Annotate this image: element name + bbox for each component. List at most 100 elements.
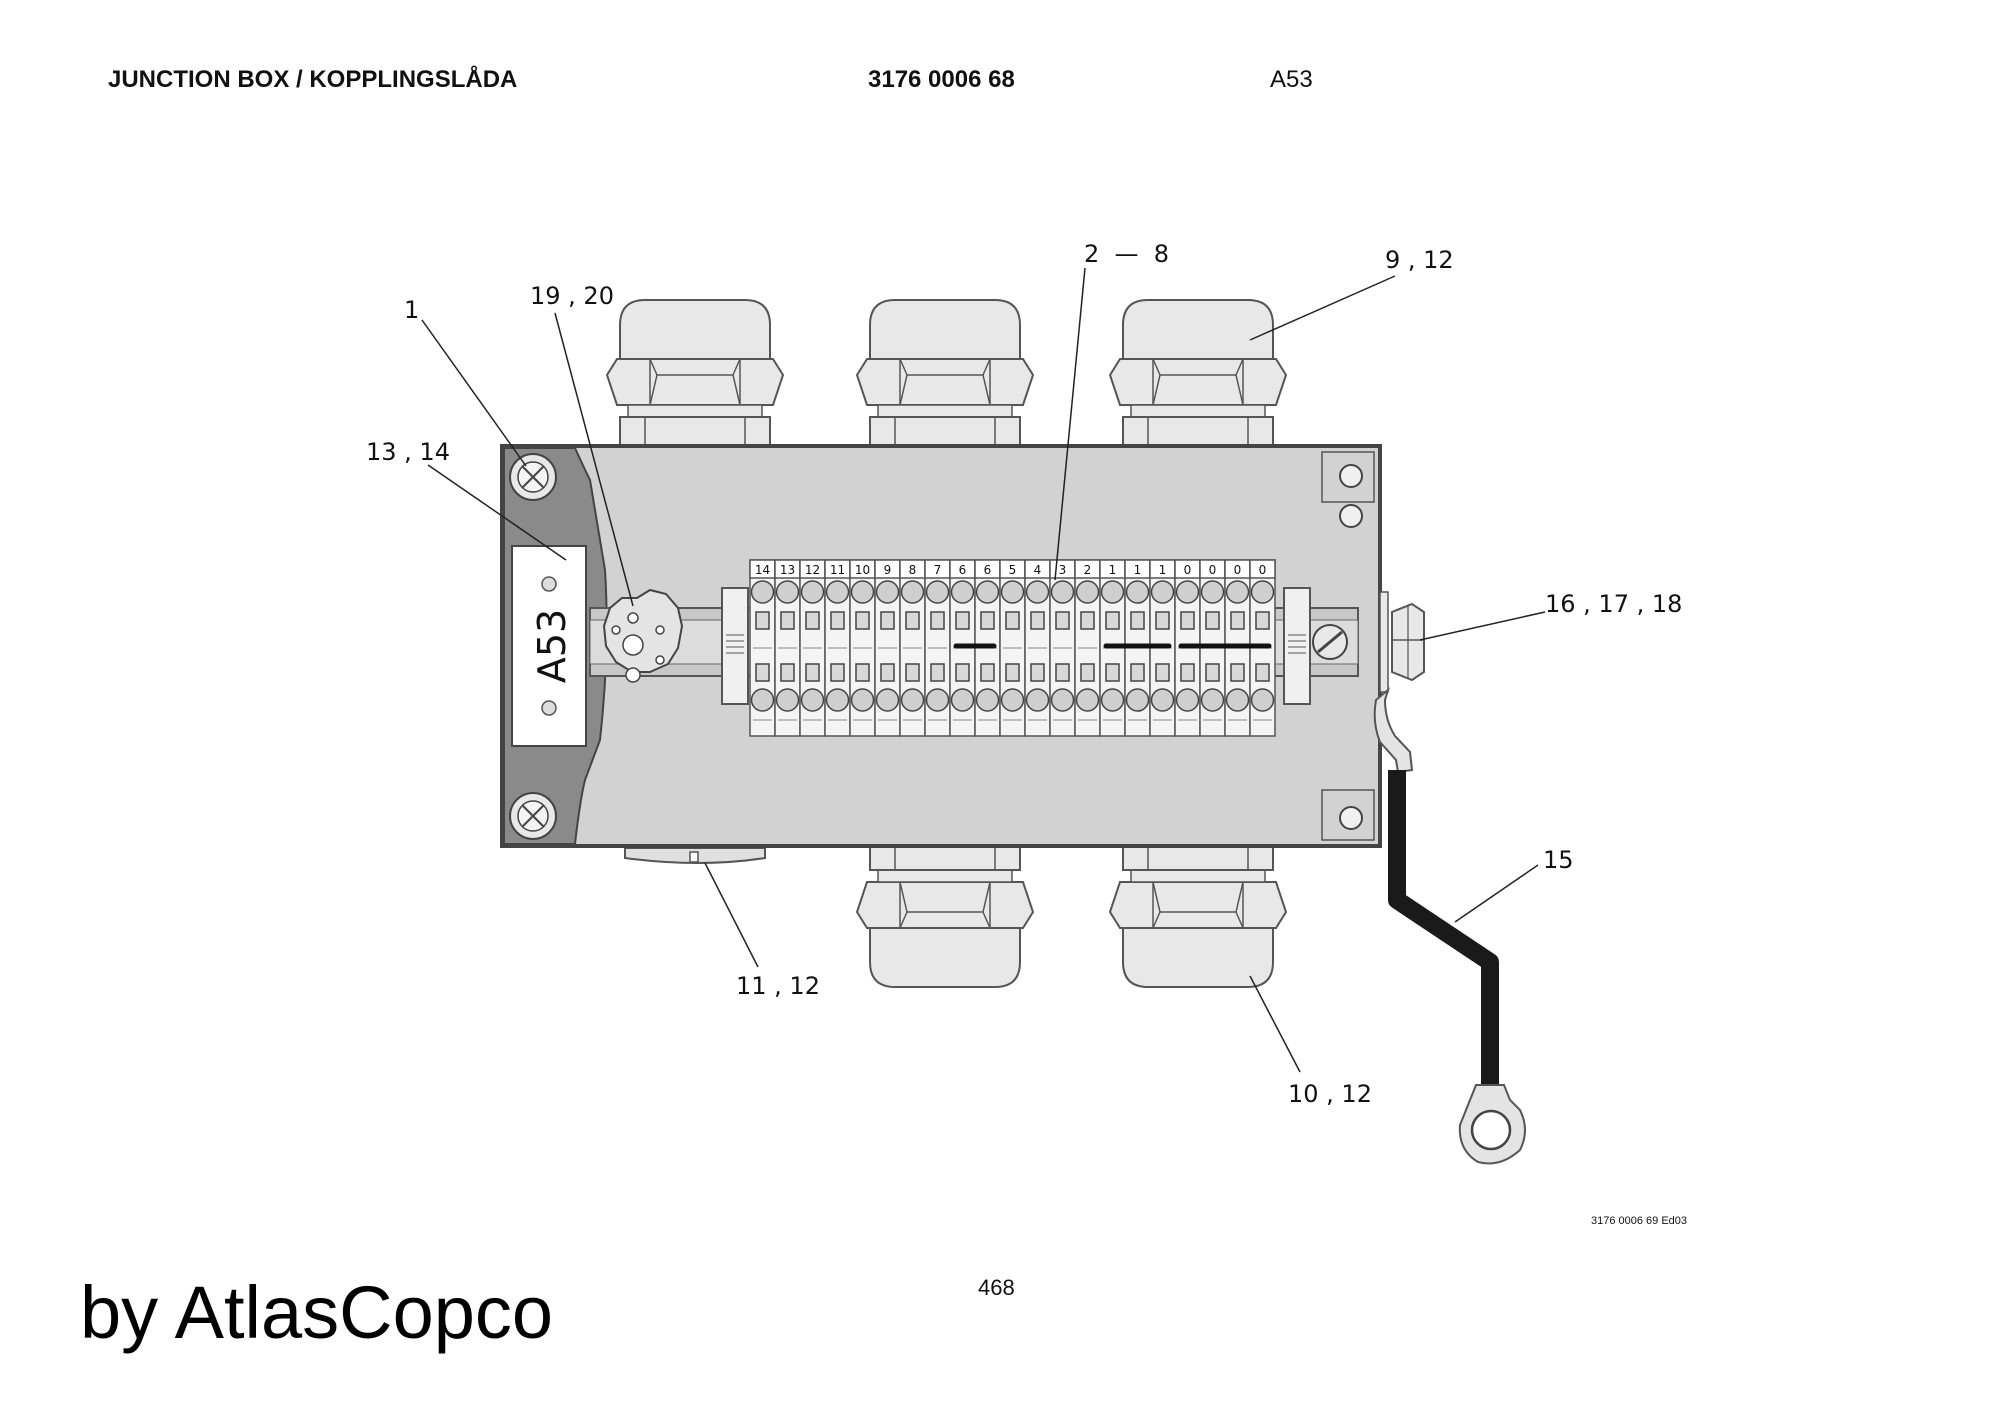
callout-13-14: 13 , 14 [366, 438, 450, 466]
reference-code: A53 [1270, 66, 1313, 93]
terminal-number: 8 [909, 563, 917, 577]
terminal-number: 9 [884, 563, 892, 577]
brand-watermark: by AtlasCopco [80, 1271, 554, 1354]
earth-terminal [602, 588, 684, 683]
terminal-screw-bottom [750, 688, 775, 712]
earth-bolt [1379, 591, 1425, 693]
terminal-number: 0 [1259, 563, 1267, 577]
terminal-screw-bottom [1025, 688, 1050, 712]
earth-cable [1373, 687, 1526, 1165]
terminal-screw-bottom [1225, 688, 1250, 712]
terminal-block: 2 [1074, 559, 1101, 737]
terminal-screw-top [875, 580, 900, 604]
rail-clamp-screw [1312, 624, 1348, 660]
terminal-block: 11 [824, 559, 851, 737]
callout-15: 15 [1543, 846, 1574, 874]
terminal-screw-top [1075, 580, 1100, 604]
terminal-number: 6 [984, 563, 992, 577]
terminal-number: 1 [1159, 563, 1167, 577]
terminal-number: 2 [1084, 563, 1092, 577]
terminal-number: 11 [830, 563, 845, 577]
terminal-screw-top [1125, 580, 1150, 604]
terminal-screw-bottom [1250, 688, 1275, 712]
terminal-screw-bottom [800, 688, 825, 712]
mounting-hole-bottom [1339, 806, 1363, 830]
top-gland-3 [1109, 299, 1287, 446]
callout-19-20: 19 , 20 [530, 282, 614, 310]
terminal-screw-bottom [1125, 688, 1150, 712]
terminal-number: 7 [934, 563, 942, 577]
top-gland-2 [856, 299, 1034, 446]
terminal-number: 10 [855, 563, 870, 577]
terminal-screw-top [825, 580, 850, 604]
terminal-screw-bottom [1100, 688, 1125, 712]
terminal-number: 1 [1134, 563, 1142, 577]
callout-16-17-18: 16 , 17 , 18 [1545, 590, 1682, 618]
terminal-screw-bottom [875, 688, 900, 712]
callout-9-12: 9 , 12 [1385, 246, 1454, 274]
terminal-screw-top [925, 580, 950, 604]
terminal-screw-bottom [850, 688, 875, 712]
terminal-screw-bottom [900, 688, 925, 712]
callout-1: 1 [404, 296, 419, 324]
terminal-screw-bottom [1000, 688, 1025, 712]
mounting-hole-top [1339, 464, 1363, 488]
terminal-block: 9 [874, 559, 901, 737]
terminal-screw-bottom [1200, 688, 1225, 712]
terminal-screw-top [950, 580, 975, 604]
terminal-number: 3 [1059, 563, 1067, 577]
callout-11-12: 11 , 12 [736, 972, 820, 1000]
terminal-number: 14 [755, 563, 770, 577]
terminal-block: 3 [1049, 559, 1076, 737]
terminal-screw-top [1150, 580, 1175, 604]
drawing-title: JUNCTION BOX / KOPPLINGSLÅDA [108, 66, 518, 93]
terminal-screw-top [1050, 580, 1075, 604]
terminal-screw-bottom [775, 688, 800, 712]
bottom-gland-1 [856, 841, 1034, 988]
terminal-screw-top [1175, 580, 1200, 604]
terminal-screw-bottom [975, 688, 1000, 712]
callout-2-8: 2 — 8 [1084, 240, 1169, 268]
terminal-screw-top [1000, 580, 1025, 604]
terminal-screw-bottom [1050, 688, 1075, 712]
callout-10-12: 10 , 12 [1288, 1080, 1372, 1108]
terminal-screw-top [1025, 580, 1050, 604]
terminal-block: 8 [899, 559, 926, 737]
terminal-screw-top [900, 580, 925, 604]
page-number: 468 [978, 1275, 1015, 1300]
terminal-number: 12 [805, 563, 820, 577]
terminal-number: 5 [1009, 563, 1017, 577]
terminal-block: 14 [749, 559, 776, 737]
terminal-number: 13 [780, 563, 795, 577]
part-number: 3176 0006 68 [868, 66, 1015, 93]
label-plate-text: A53 [530, 609, 574, 683]
terminal-block: 5 [999, 559, 1026, 737]
terminal-block: 7 [924, 559, 951, 737]
terminal-number: 6 [959, 563, 967, 577]
terminal-number: 0 [1209, 563, 1217, 577]
end-stop-left [721, 587, 749, 705]
end-stop-right [1283, 587, 1311, 705]
terminal-number: 4 [1034, 563, 1042, 577]
terminal-screw-top [775, 580, 800, 604]
terminal-number: 0 [1184, 563, 1192, 577]
bottom-gland-2 [1109, 841, 1287, 988]
terminal-screw-top [1250, 580, 1275, 604]
lid-screw-bottom [509, 792, 557, 840]
terminal-screw-bottom [925, 688, 950, 712]
terminal-screw-top [1200, 580, 1225, 604]
terminal-screw-bottom [1175, 688, 1200, 712]
terminal-screw-bottom [950, 688, 975, 712]
drawing-code: 3176 0006 69 Ed03 [1591, 1215, 1688, 1227]
terminal-screw-top [750, 580, 775, 604]
top-gland-1 [606, 299, 784, 446]
terminal-screw-top [800, 580, 825, 604]
leader-lines [421, 267, 1546, 1073]
lid-screw-top [509, 453, 557, 501]
terminal-block: 10 [849, 559, 876, 737]
terminal-screw-top [850, 580, 875, 604]
terminal-block: 13 [774, 559, 801, 737]
terminal-screw-bottom [1150, 688, 1175, 712]
